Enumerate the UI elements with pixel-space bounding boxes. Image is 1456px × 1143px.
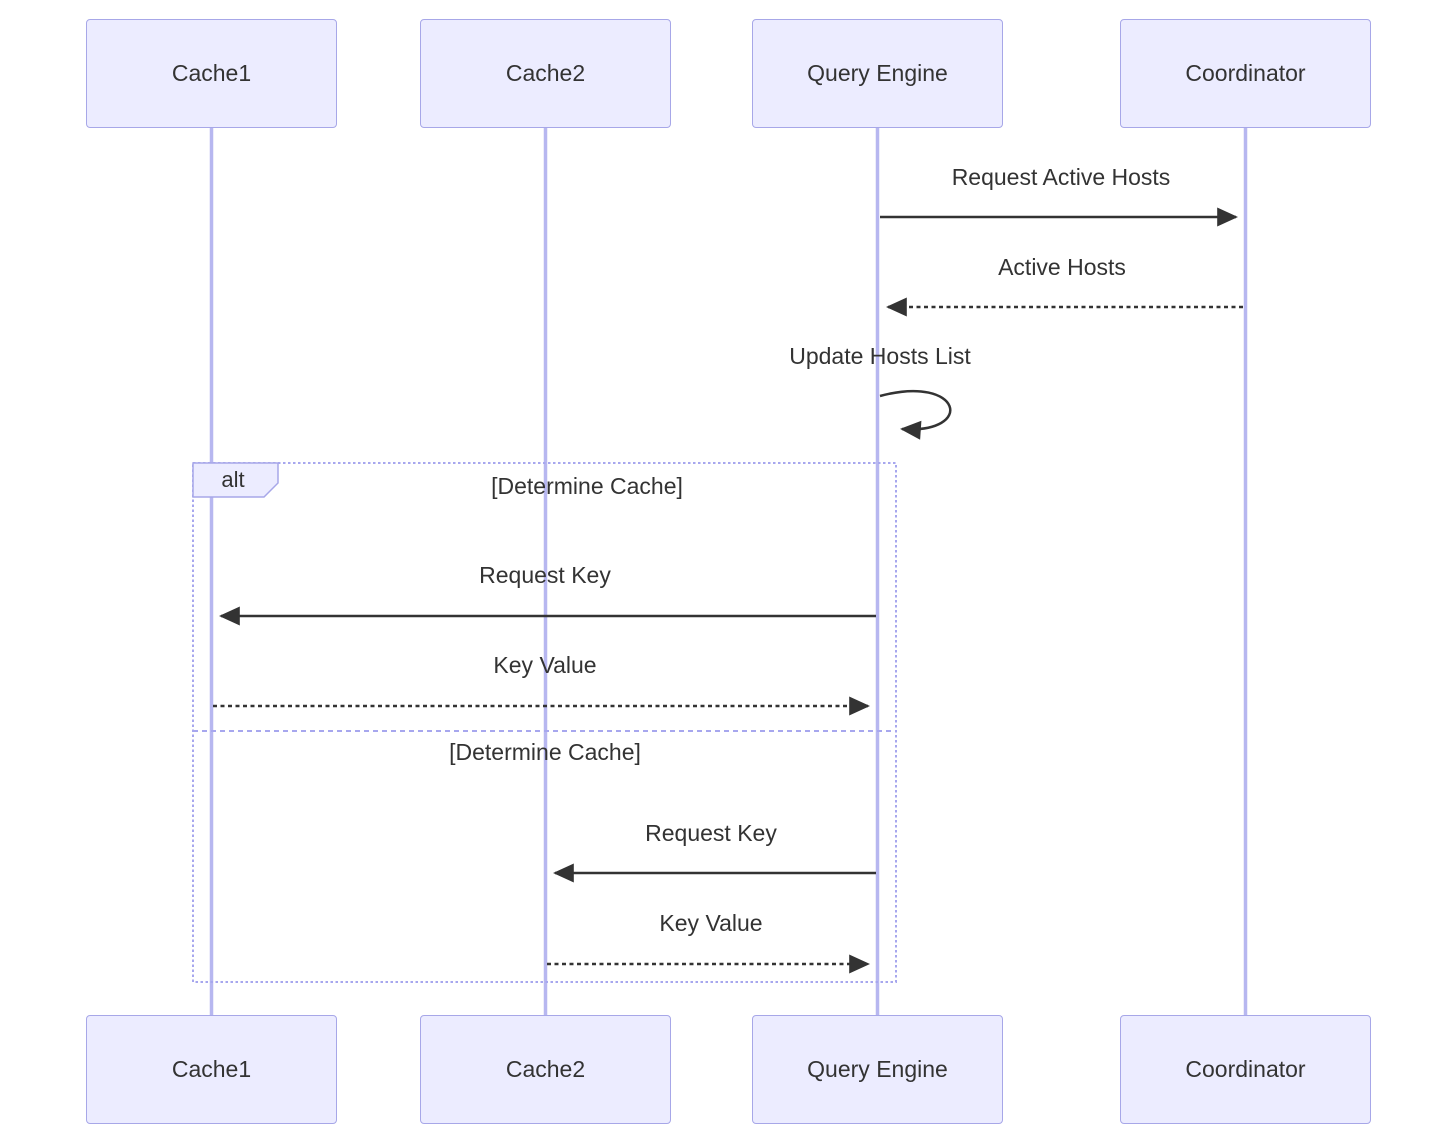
message-label-request-key-cache1: Request Key: [479, 562, 611, 588]
actor-label-query-engine-bottom: Query Engine: [807, 1056, 948, 1082]
actor-label-coordinator-top: Coordinator: [1185, 60, 1306, 86]
actor-label-cache2-bottom: Cache2: [505, 1056, 586, 1082]
message-label-update-hosts-list: Update Hosts List: [789, 343, 971, 369]
message-label-request-key-cache2: Request Key: [645, 820, 777, 846]
actor-box-cache2-bottom: Cache2: [420, 1015, 671, 1124]
actor-label-query-engine-top: Query Engine: [807, 60, 948, 86]
actor-box-coordinator-top: Coordinator: [1120, 19, 1371, 128]
actor-box-cache1-bottom: Cache1: [86, 1015, 337, 1124]
actor-label-coordinator-bottom: Coordinator: [1185, 1056, 1306, 1082]
alt-operator-label: alt: [221, 467, 245, 492]
alt-section2-condition-label: [Determine Cache]: [449, 739, 641, 765]
message-label-key-value-cache2: Key Value: [659, 910, 763, 936]
actor-label-cache1-bottom: Cache1: [171, 1056, 252, 1082]
message-label-request-active-hosts: Request Active Hosts: [951, 164, 1171, 190]
message-label-key-value-cache1: Key Value: [493, 652, 597, 678]
actor-box-cache1-top: Cache1: [86, 19, 337, 128]
actor-box-query-engine-bottom: Query Engine: [752, 1015, 1003, 1124]
actor-label-cache2-top: Cache2: [505, 60, 586, 86]
alt-operator-tab: [192, 462, 279, 498]
arrow-update-hosts-list-self-loop: [879, 389, 952, 440]
actor-box-coordinator-bottom: Coordinator: [1120, 1015, 1371, 1124]
alt-section1-condition-label: [Determine Cache]: [491, 473, 683, 499]
alt-frame-border: [192, 462, 897, 983]
actor-box-cache2-top: Cache2: [420, 19, 671, 128]
actor-box-query-engine-top: Query Engine: [752, 19, 1003, 128]
message-label-active-hosts: Active Hosts: [998, 254, 1126, 280]
actor-label-cache1-top: Cache1: [171, 60, 252, 86]
